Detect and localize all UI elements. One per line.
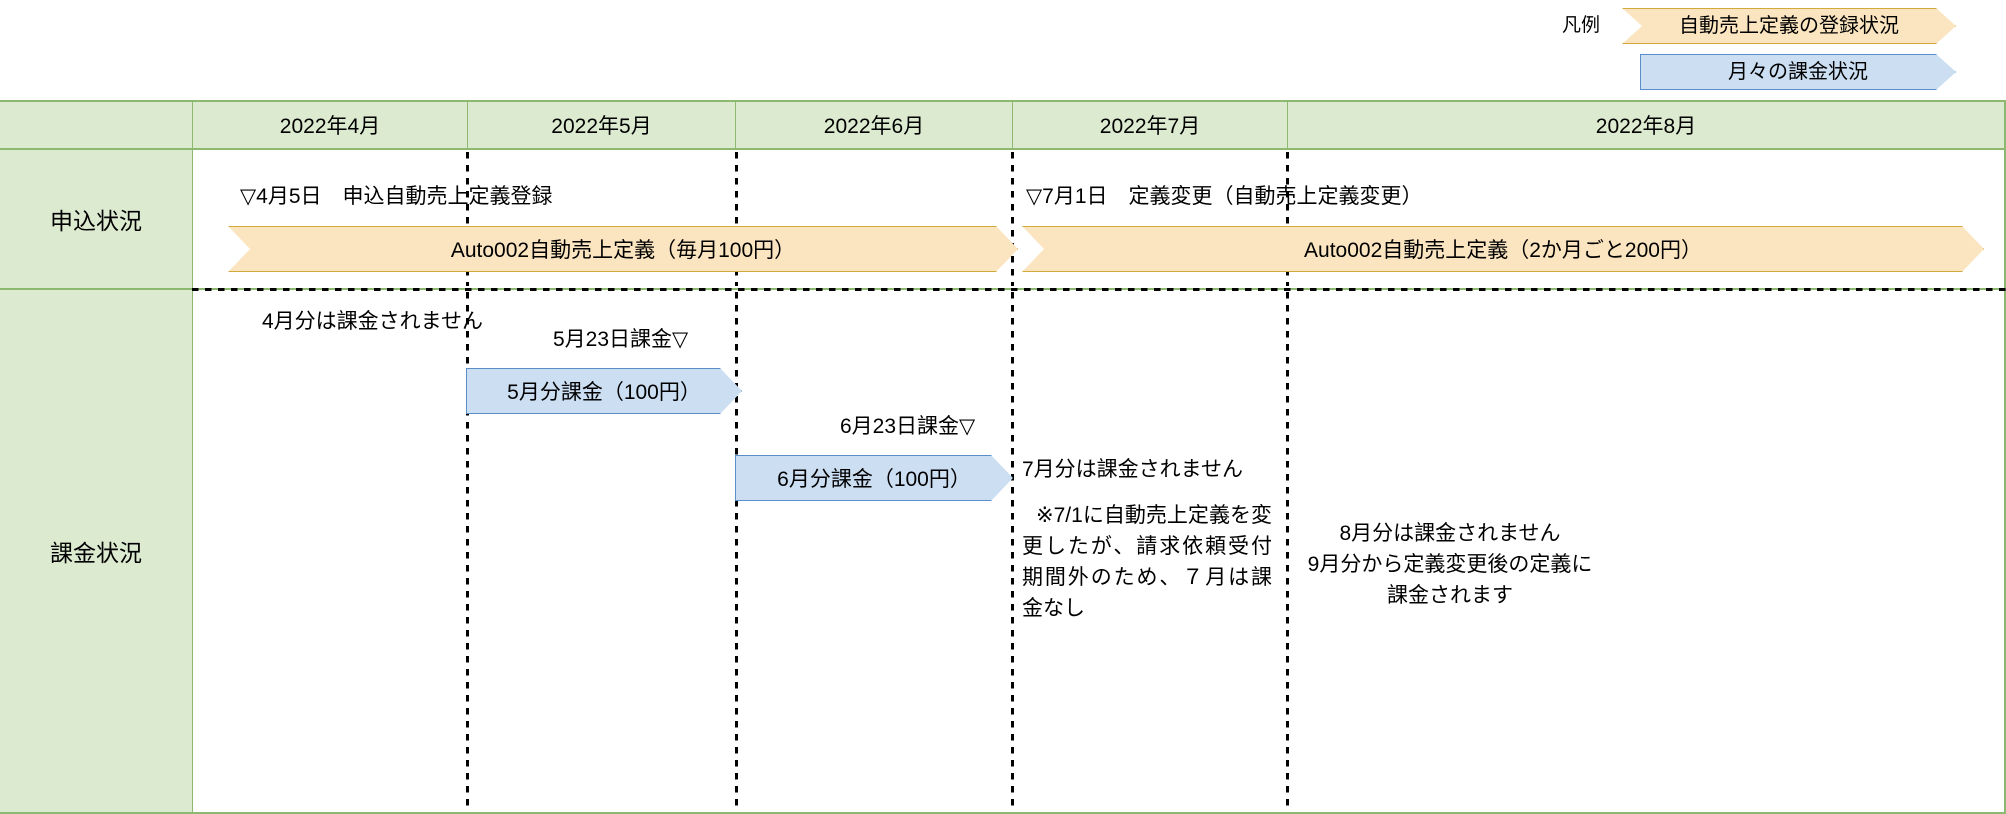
bar-auto002-monthly-100: Auto002自動売上定義（毎月100円） (228, 226, 1018, 272)
row-divider-dotted (192, 288, 2006, 291)
month-divider-jul-aug-row1 (1286, 152, 1289, 286)
legend-item-monthly-billing-status: 月々の課金状況 (1640, 54, 1956, 90)
note-jun23-billed: 6月23日課金▽ (840, 415, 976, 438)
bar-june-billing-100: 6月分課金（100円） (735, 455, 1013, 501)
bar-may-billing-100: 5月分課金（100円） (466, 368, 742, 414)
month-divider-may-jun-row1 (735, 152, 738, 286)
note-august-september-billing: 8月分は課金されません 9月分から定義変更後の定義に課金されます (1307, 522, 1593, 607)
bar-label: 5月分課金（100円） (507, 381, 701, 404)
month-divider-may-jun-row2 (735, 292, 738, 810)
header-cell-2022-06: 2022年6月 (735, 102, 1012, 148)
header-corner-cell (0, 102, 192, 148)
note-may23-billed: 5月23日課金▽ (553, 328, 689, 351)
bar-label: 6月分課金（100円） (777, 468, 971, 491)
row-label-billing-status: 課金状況 (0, 290, 192, 812)
rowlabel-right-border (191, 100, 193, 812)
timeline-table: 2022年4月 2022年5月 2022年6月 2022年7月 2022年8月 … (0, 100, 2006, 814)
legend-item-subscription-status: 自動売上定義の登録状況 (1622, 8, 1956, 44)
month-divider-jun-jul-row1 (1011, 152, 1014, 286)
header-cell-2022-07: 2022年7月 (1012, 102, 1287, 148)
header-label: 2022年5月 (551, 115, 652, 138)
table-right-border (2004, 100, 2006, 812)
header-bottom-border (0, 148, 2006, 150)
row-label-text: 課金状況 (50, 540, 142, 566)
bar-label: Auto002自動売上定義（2か月ごと200円） (1304, 239, 1702, 262)
row-label-application-status: 申込状況 (0, 150, 192, 288)
header-label: 2022年6月 (823, 115, 925, 138)
legend-item-label: 月々の課金状況 (1728, 61, 1868, 83)
row-label-text: 申込状況 (50, 208, 142, 234)
table-top-border (0, 100, 2006, 102)
month-divider-apr-may-row1 (466, 152, 469, 286)
header-label: 2022年7月 (1099, 115, 1201, 138)
legend-title: 凡例 (1561, 15, 1600, 36)
header-cell-2022-04: 2022年4月 (192, 102, 467, 148)
note-july-reason: ※7/1に自動売上定義を変更したが、請求依頼受付期間外のため、７月は課金なし (1022, 504, 1272, 620)
legend-item-label: 自動売上定義の登録状況 (1679, 15, 1899, 37)
legend: 凡例 自動売上定義の登録状況 月々の課金状況 (1530, 4, 2000, 92)
note-jul1-definition-change: ▽7月1日 定義変更（自動売上定義変更） (1026, 185, 1423, 208)
month-divider-jun-jul-row2 (1011, 292, 1014, 810)
header-cell-2022-08: 2022年8月 (1287, 102, 2004, 148)
header-label: 2022年8月 (1595, 115, 1697, 138)
header-label: 2022年4月 (279, 115, 381, 138)
month-divider-apr-may-row2 (466, 292, 469, 810)
bar-auto002-bimonthly-200: Auto002自動売上定義（2か月ごと200円） (1022, 226, 1984, 272)
note-apr5-registration: ▽4月5日 申込自動売上定義登録 (240, 185, 553, 208)
header-cell-2022-05: 2022年5月 (467, 102, 735, 148)
note-april-no-billing: 4月分は課金されません (262, 310, 484, 333)
bar-label: Auto002自動売上定義（毎月100円） (450, 239, 796, 262)
month-divider-jul-aug-row2 (1286, 292, 1289, 810)
note-july-no-billing: 7月分は課金されません (1022, 458, 1244, 481)
table-bottom-border (0, 812, 2006, 814)
